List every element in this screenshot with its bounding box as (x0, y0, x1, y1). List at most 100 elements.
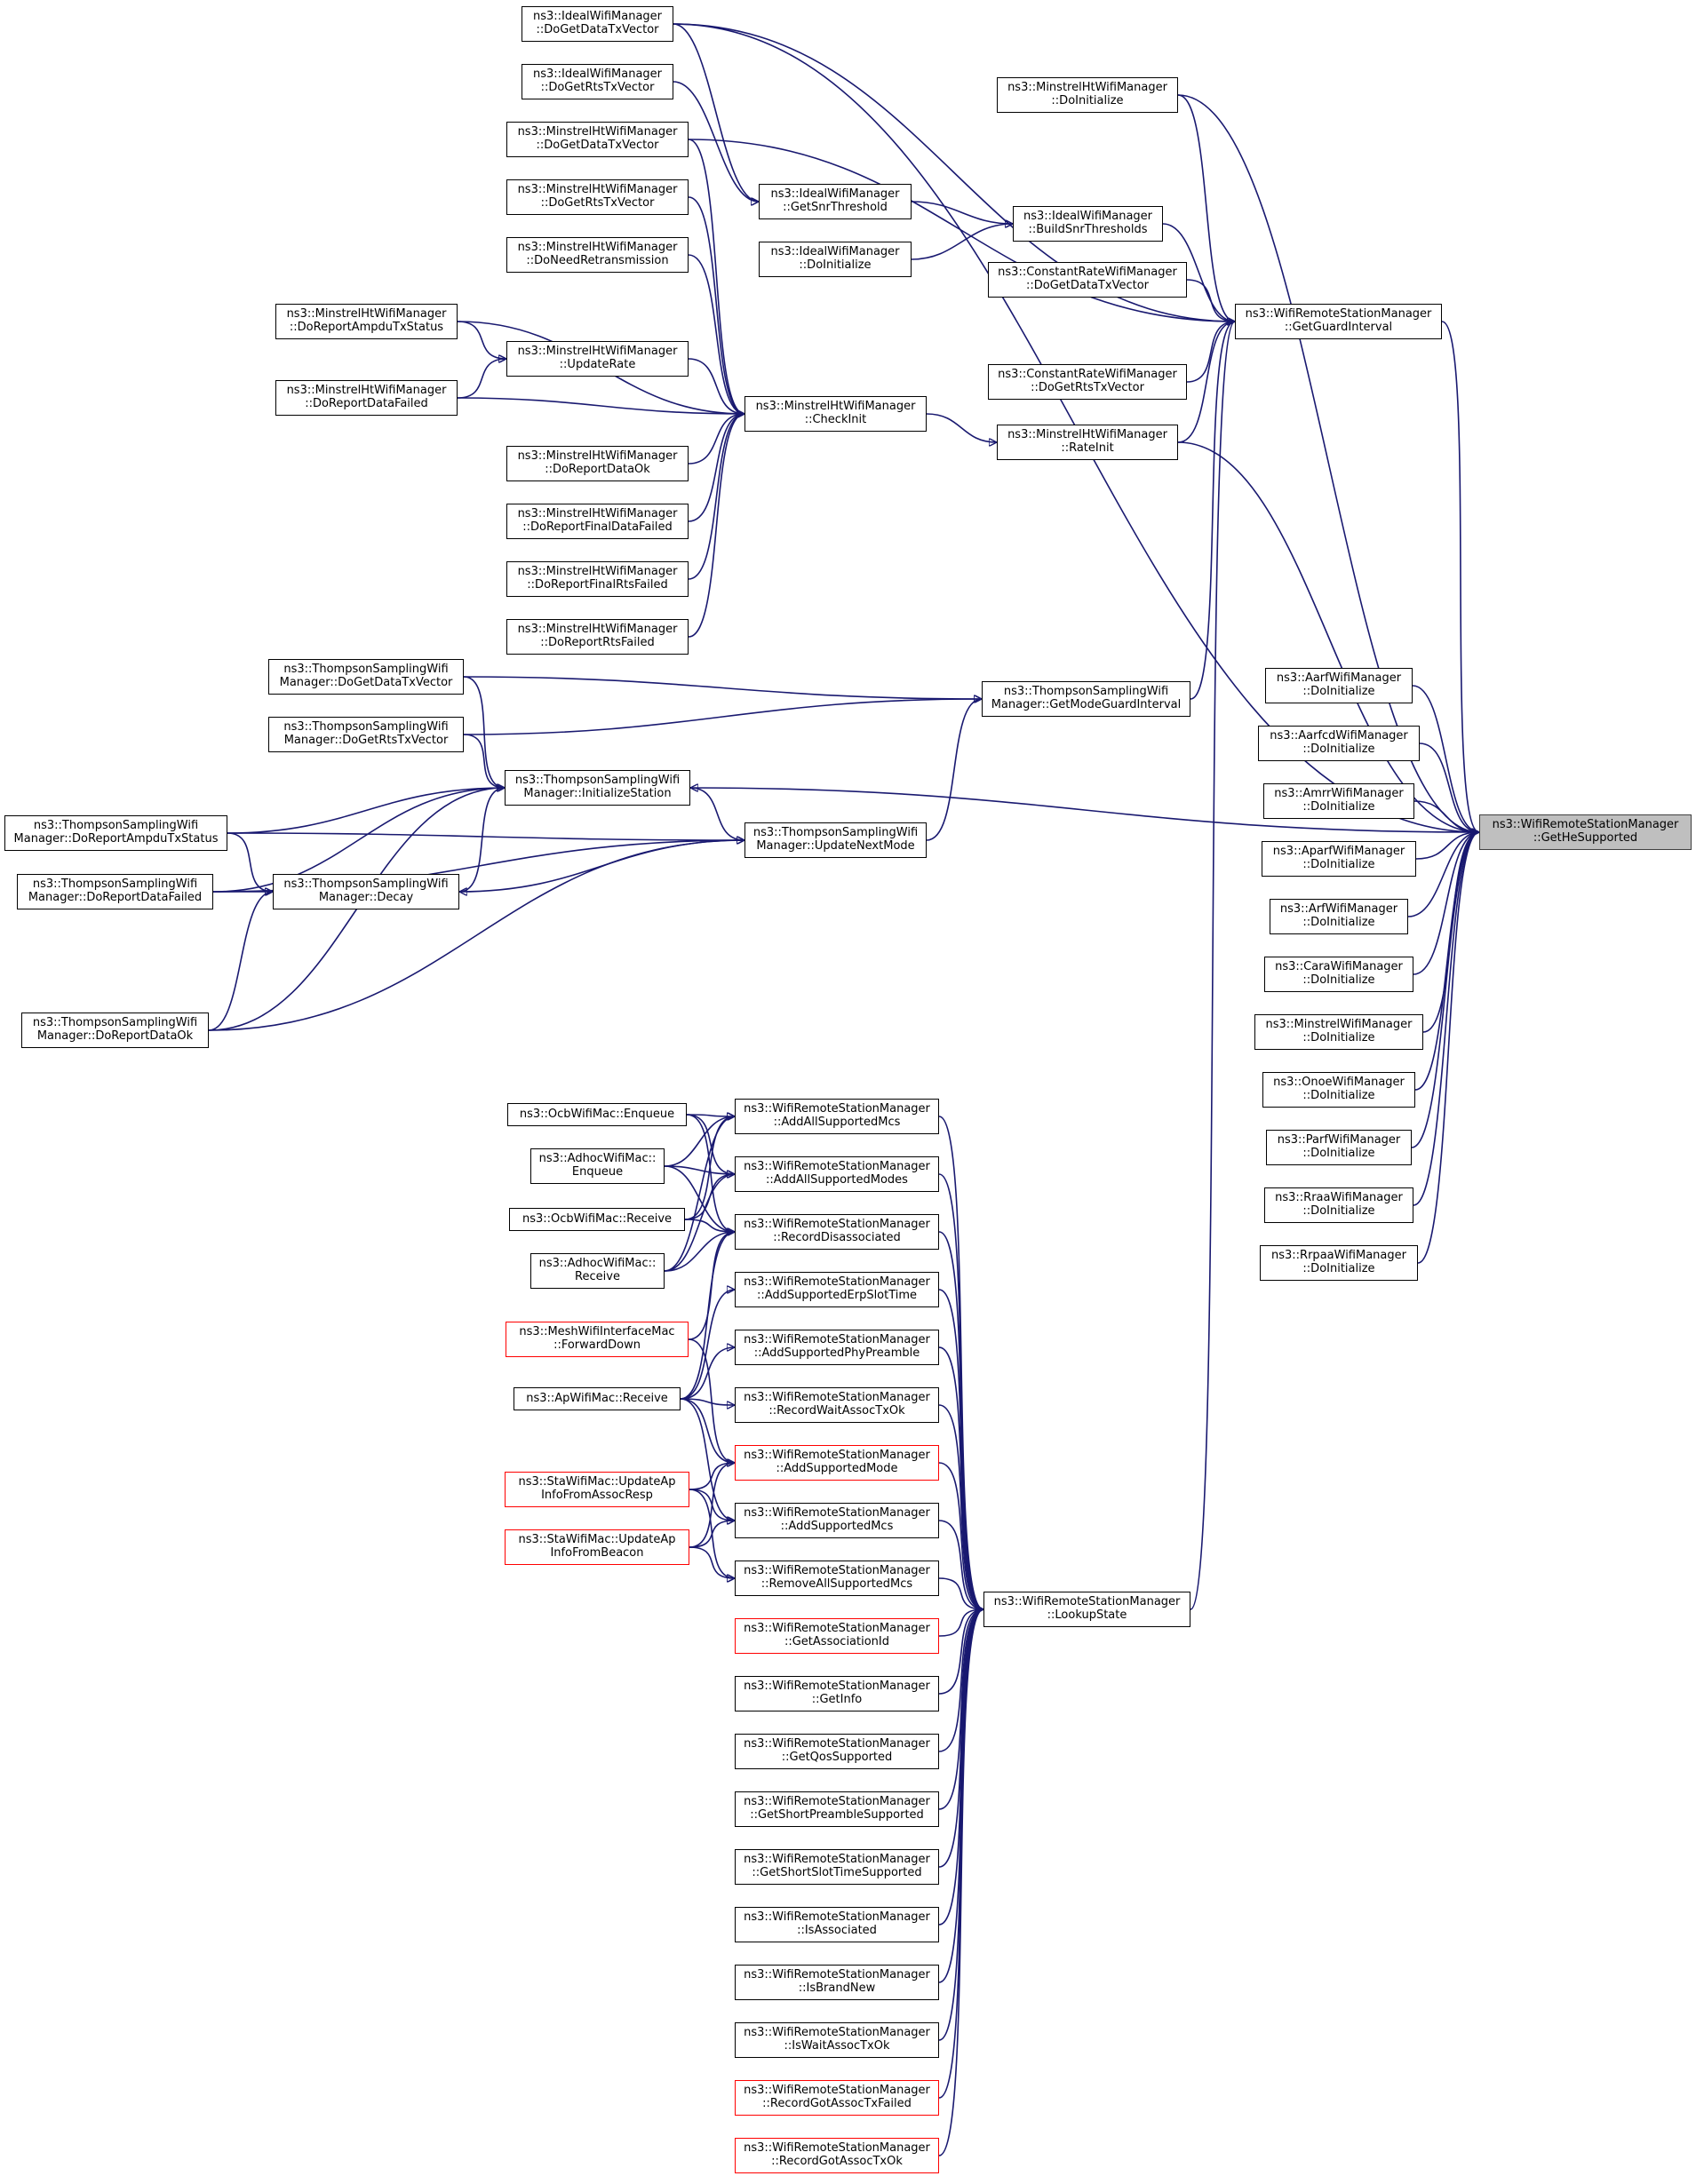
node-cr-dodatatx[interactable]: ns3::ConstantRateWifiManager::DoGetDataT… (988, 262, 1187, 298)
node-label: ::LookupState (1047, 1608, 1127, 1622)
call-edge (208, 892, 274, 1031)
node-wrsm-getshortpre[interactable]: ns3::WifiRemoteStationManager::GetShortP… (735, 1791, 939, 1827)
node-wrsm-removeallmcs[interactable]: ns3::WifiRemoteStationManager::RemoveAll… (735, 1561, 939, 1596)
node-wrsm-iswait[interactable]: ns3::WifiRemoteStationManager::IsWaitAss… (735, 2022, 939, 2058)
node-mht-doneedretrans[interactable]: ns3::MinstrelHtWifiManager::DoNeedRetran… (506, 237, 689, 273)
node-label: Manager::Decay (318, 891, 414, 904)
node-label: ::BuildSnrThresholds (1028, 223, 1148, 236)
node-ideal-getsnr[interactable]: ns3::IdealWifiManager::GetSnrThreshold (759, 184, 912, 219)
node-mesh-forwarddown[interactable]: ns3::MeshWifiInterfaceMac::ForwardDown (506, 1322, 689, 1357)
node-adhoc-enqueue[interactable]: ns3::AdhocWifiMac::Enqueue (530, 1148, 665, 1184)
node-label: ::AddSupportedErpSlotTime (756, 1289, 918, 1302)
node-ideal-doinit[interactable]: ns3::IdealWifiManager::DoInitialize (759, 242, 912, 277)
node-label: ns3::MinstrelHtWifiManager (517, 345, 678, 358)
node-wrsm-recordgotfailed[interactable]: ns3::WifiRemoteStationManager::RecordGot… (735, 2080, 939, 2116)
node-mht-rateinit[interactable]: ns3::MinstrelHtWifiManager::RateInit (997, 425, 1178, 460)
call-edge (664, 1116, 736, 1272)
node-wrsm-recorddisassoc[interactable]: ns3::WifiRemoteStationManager::RecordDis… (735, 1214, 939, 1250)
node-ap-receive[interactable]: ns3::ApWifiMac::Receive (514, 1387, 681, 1410)
node-label: Enqueue (571, 1165, 624, 1179)
node-wrsm-addphypre[interactable]: ns3::WifiRemoteStationManager::AddSuppor… (735, 1330, 939, 1365)
node-wrsm-adderp[interactable]: ns3::WifiRemoteStationManager::AddSuppor… (735, 1272, 939, 1307)
node-ideal-dodatatx[interactable]: ns3::IdealWifiManager::DoGetDataTxVector (522, 6, 673, 42)
node-wrsm-getshortslot[interactable]: ns3::WifiRemoteStationManager::GetShortS… (735, 1849, 939, 1885)
node-mht-dortstx[interactable]: ns3::MinstrelHtWifiManager::DoGetRtsTxVe… (506, 179, 689, 215)
call-edge (1419, 743, 1480, 832)
node-label: ns3::AparfWifiManager (1272, 845, 1405, 858)
node-wrsm-addallmcs[interactable]: ns3::WifiRemoteStationManager::AddAllSup… (735, 1099, 939, 1134)
node-minstrel-doinit[interactable]: ns3::MinstrelWifiManager::DoInitialize (1254, 1014, 1423, 1050)
node-ideal-dortstx[interactable]: ns3::IdealWifiManager::DoGetRtsTxVector (522, 64, 673, 99)
node-wrsm-addmcs[interactable]: ns3::WifiRemoteStationManager::AddSuppor… (735, 1503, 939, 1538)
node-ideal-buildsnr[interactable]: ns3::IdealWifiManager::BuildSnrThreshold… (1013, 206, 1163, 242)
node-wrsm-getguard[interactable]: ns3::WifiRemoteStationManager::GetGuardI… (1235, 304, 1442, 339)
node-label: ::GetGuardInterval (1284, 321, 1393, 334)
node-mht-doreportdataok[interactable]: ns3::MinstrelHtWifiManager::DoReportData… (506, 446, 689, 481)
node-aarf-doinit[interactable]: ns3::AarfWifiManager::DoInitialize (1265, 668, 1413, 703)
node-arf-doinit[interactable]: ns3::ArfWifiManager::DoInitialize (1270, 899, 1408, 934)
node-wrsm-isassoc[interactable]: ns3::WifiRemoteStationManager::IsAssocia… (735, 1907, 939, 1942)
node-rrpaa-doinit[interactable]: ns3::RrpaaWifiManager::DoInitialize (1260, 1245, 1418, 1281)
node-label: ns3::MinstrelHtWifiManager (517, 125, 678, 139)
node-ocb-receive[interactable]: ns3::OcbWifiMac::Receive (509, 1208, 685, 1231)
node-wrsm-getassocid[interactable]: ns3::WifiRemoteStationManager::GetAssoci… (735, 1618, 939, 1654)
node-label: Manager::DoGetDataTxVector (279, 676, 453, 689)
node-label: ns3::MinstrelHtWifiManager (517, 507, 678, 520)
node-mht-doinit[interactable]: ns3::MinstrelHtWifiManager::DoInitialize (997, 77, 1178, 113)
node-mht-doreportrtsfailed[interactable]: ns3::MinstrelHtWifiManager::DoReportRtsF… (506, 619, 689, 655)
node-ocb-enqueue[interactable]: ns3::OcbWifiMac::Enqueue (507, 1103, 687, 1126)
node-label: ns3::AdhocWifiMac:: (538, 1257, 657, 1270)
node-wrsm-recordgotok[interactable]: ns3::WifiRemoteStationManager::RecordGot… (735, 2138, 939, 2173)
node-label: ::AddAllSupportedModes (766, 1173, 908, 1187)
node-amrr-doinit[interactable]: ns3::AmrrWifiManager::DoInitialize (1263, 783, 1414, 819)
node-mht-updaterate[interactable]: ns3::MinstrelHtWifiManager::UpdateRate (506, 341, 689, 377)
node-wrsm-isbrandnew[interactable]: ns3::WifiRemoteStationManager::IsBrandNe… (735, 1965, 939, 2000)
node-onoe-doinit[interactable]: ns3::OnoeWifiManager::DoInitialize (1262, 1072, 1415, 1108)
node-label: ns3::MinstrelHtWifiManager (286, 307, 447, 321)
node-wrsm-recordwait[interactable]: ns3::WifiRemoteStationManager::RecordWai… (735, 1387, 939, 1423)
node-label: ns3::WifiRemoteStationManager (744, 2141, 930, 2155)
call-edge (680, 1398, 735, 1463)
node-label: ns3::MinstrelHtWifiManager (517, 449, 678, 463)
node-label: Manager::DoGetRtsTxVector (283, 734, 449, 747)
node-mht-dodatatx[interactable]: ns3::MinstrelHtWifiManager::DoGetDataTxV… (506, 122, 689, 157)
node-adhoc-receive[interactable]: ns3::AdhocWifiMac::Receive (530, 1253, 665, 1289)
node-rraa-doinit[interactable]: ns3::RraaWifiManager::DoInitialize (1264, 1187, 1413, 1223)
call-edge (926, 699, 983, 841)
call-edge (938, 1609, 984, 1926)
node-mht-doreportfinaldatafailed[interactable]: ns3::MinstrelHtWifiManager::DoReportFina… (506, 504, 689, 539)
node-parf-doinit[interactable]: ns3::ParfWifiManager::DoInitialize (1266, 1130, 1412, 1165)
node-wrsm-addallmodes[interactable]: ns3::WifiRemoteStationManager::AddAllSup… (735, 1156, 939, 1192)
node-wrsm-getinfo[interactable]: ns3::WifiRemoteStationManager::GetInfo (735, 1676, 939, 1711)
node-wrsm-lookup[interactable]: ns3::WifiRemoteStationManager::LookupSta… (983, 1592, 1190, 1627)
node-cara-doinit[interactable]: ns3::CaraWifiManager::DoInitialize (1264, 957, 1413, 992)
call-edge (1190, 322, 1236, 1610)
call-edge (1177, 441, 1479, 832)
node-label: ns3::MinstrelHtWifiManager (1007, 428, 1167, 441)
node-mht-checkinit[interactable]: ns3::MinstrelHtWifiManager::CheckInit (744, 396, 927, 432)
node-label: ns3::WifiRemoteStationManager (744, 1622, 930, 1635)
node-wrsm-addmode[interactable]: ns3::WifiRemoteStationManager::AddSuppor… (735, 1445, 939, 1481)
node-label: ::RecordGotAssocTxOk (771, 2155, 903, 2168)
node-cr-dortstx[interactable]: ns3::ConstantRateWifiManager::DoGetRtsTx… (988, 364, 1187, 400)
node-mht-doreportdatafailed[interactable]: ns3::MinstrelHtWifiManager::DoReportData… (275, 380, 458, 416)
call-edge (938, 1231, 984, 1609)
call-edge (680, 1398, 736, 1521)
node-mht-doreportfinalrtsfailed[interactable]: ns3::MinstrelHtWifiManager::DoReportFina… (506, 561, 689, 597)
node-wrsm-getqos[interactable]: ns3::WifiRemoteStationManager::GetQosSup… (735, 1734, 939, 1769)
node-aarfcd-doinit[interactable]: ns3::AarfcdWifiManager::DoInitialize (1258, 726, 1420, 761)
node-mht-doreportampdu[interactable]: ns3::MinstrelHtWifiManager::DoReportAmpd… (275, 304, 458, 339)
node-aparf-doinit[interactable]: ns3::AparfWifiManager::DoInitialize (1262, 841, 1416, 877)
